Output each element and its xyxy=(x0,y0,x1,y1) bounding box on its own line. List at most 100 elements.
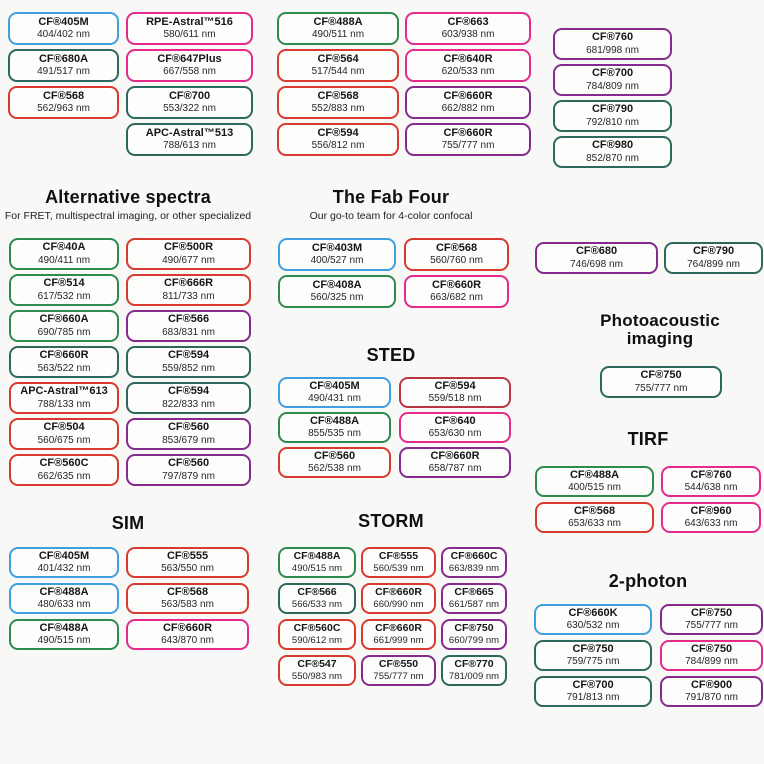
dye-name: CF®488A xyxy=(309,414,360,427)
dye-name: CF®960 xyxy=(690,504,732,517)
dye-name: CF®750 xyxy=(690,642,733,655)
dye-excitation-emission: 603/938 nm xyxy=(441,29,495,41)
dye-excitation-emission: 791/813 nm xyxy=(566,692,620,704)
dye-name: APC-Astral™513 xyxy=(145,126,234,139)
dye-name: CF®700 xyxy=(168,89,211,102)
dye-name: CF®488A xyxy=(293,550,341,563)
dye-name: CF®566 xyxy=(297,586,337,599)
dye-excitation-emission: 563/522 nm xyxy=(37,362,91,374)
dye-excitation-emission: 811/733 nm xyxy=(162,290,215,302)
dye-excitation-emission: 480/633 nm xyxy=(37,599,91,611)
dye-name: CF®550 xyxy=(378,658,419,671)
dye-name: CF®488A xyxy=(39,621,89,634)
dye-excitation-emission: 662/882 nm xyxy=(441,103,495,115)
dye-name: CF®566 xyxy=(167,313,210,326)
dye-excitation-emission: 797/879 nm xyxy=(162,470,215,482)
dye-excitation-emission: 562/963 nm xyxy=(37,103,90,115)
dye-excitation-emission: 764/899 nm xyxy=(687,258,740,270)
dye-name: CF®514 xyxy=(43,277,85,290)
dye-excitation-emission: 791/870 nm xyxy=(685,692,738,704)
dye-name: CF®790 xyxy=(692,245,735,258)
dye-excitation-emission: 491/517 nm xyxy=(37,66,90,78)
dye-excitation-emission: 852/870 nm xyxy=(586,152,639,164)
dye-name: CF®660R xyxy=(162,621,213,634)
dye-excitation-emission: 683/831 nm xyxy=(162,326,215,338)
dye-name: CF®568 xyxy=(317,89,359,102)
dye-name: CF®560C xyxy=(39,457,89,470)
dye-excitation-emission: 560/539 nm xyxy=(373,563,424,575)
dye-name: CF®750 xyxy=(690,606,733,619)
dye-name: CF®680A xyxy=(38,52,89,65)
dye-excitation-emission: 643/870 nm xyxy=(161,635,214,647)
alt-spectra-subtitle: For FRET, multispectral imaging, or othe… xyxy=(4,210,252,223)
dye-excitation-emission: 404/402 nm xyxy=(37,29,90,41)
dye-excitation-emission: 490/431 nm xyxy=(308,393,361,405)
dye-excitation-emission: 759/775 nm xyxy=(566,656,620,668)
dye-excitation-emission: 559/518 nm xyxy=(428,393,482,405)
dye-excitation-emission: 755/777 nm xyxy=(634,382,688,394)
fab-four-title: The Fab Four xyxy=(332,187,450,207)
dye-name: CF®500R xyxy=(163,241,214,254)
dye-excitation-emission: 566/533 nm xyxy=(291,599,343,611)
photoacoustic-title: Photoacoustic imaging xyxy=(600,311,720,349)
dye-name: CF®568 xyxy=(42,89,85,102)
dye-name: CF®660R xyxy=(443,126,493,139)
dye-name: CF®405M xyxy=(38,549,90,562)
dye-excitation-emission: 662/635 nm xyxy=(37,470,91,482)
dye-name: CF®750 xyxy=(572,642,614,655)
dye-name: CF®560 xyxy=(167,421,210,434)
dye-name: CF®555 xyxy=(378,550,419,563)
dye-name: CF®700 xyxy=(572,678,614,691)
dye-excitation-emission: 490/515 nm xyxy=(291,563,343,575)
dye-excitation-emission: 400/527 nm xyxy=(310,255,364,267)
dye-excitation-emission: 630/532 nm xyxy=(566,620,620,632)
dye-name: CF®660R xyxy=(431,278,482,291)
storm-header: STORM xyxy=(268,511,514,531)
dye-name: CF®405M xyxy=(38,15,89,28)
dye-name: CF®660R xyxy=(39,349,89,362)
dye-name: CF®568 xyxy=(166,585,209,598)
dye-name: CF®700 xyxy=(591,67,634,80)
dye-name: CF®665 xyxy=(454,586,494,599)
two-photon-title: 2-photon xyxy=(608,571,688,591)
dye-excitation-emission: 490/511 nm xyxy=(311,29,365,41)
